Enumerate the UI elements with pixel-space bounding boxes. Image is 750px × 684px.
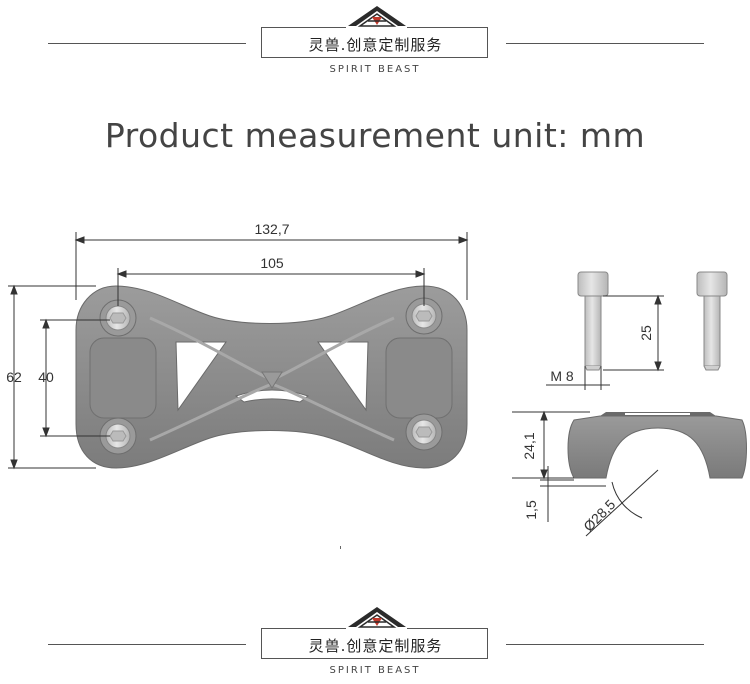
spirit-beast-logo-icon xyxy=(348,607,406,628)
dimension-hole-spacing xyxy=(116,268,426,306)
dimension-clamp-gap xyxy=(540,466,606,522)
label-overall-width: 132,7 xyxy=(254,221,289,237)
brand-name: 灵兽.创意定制服务 xyxy=(308,637,443,655)
label-hole-vertical-spacing: 40 xyxy=(38,369,54,385)
brand-header: 灵兽.创意定制服务 SPIRIT BEAST xyxy=(0,5,750,75)
stray-mark xyxy=(340,546,341,549)
page-title: Product measurement unit: mm xyxy=(104,116,646,155)
brand-rule-left xyxy=(48,644,246,645)
label-bolt-thread: M 8 xyxy=(550,368,574,384)
riser-plate-top-view xyxy=(75,285,468,469)
brand-name-box: 灵兽.创意定制服务 xyxy=(261,27,488,58)
dimension-overall-height xyxy=(8,284,96,470)
bolt-head-bottom-right xyxy=(405,413,443,451)
label-bolt-length: 25 xyxy=(638,325,654,341)
dimension-clamp-diameter xyxy=(585,469,659,537)
label-clamp-diameter: Ø28,5 xyxy=(580,496,618,534)
dimension-overall-width xyxy=(74,232,469,300)
bolt-head-top-right xyxy=(405,297,443,335)
bolt-side-view-left xyxy=(577,271,609,371)
brand-rule-right xyxy=(506,644,704,645)
dimension-bolt-length xyxy=(603,294,664,372)
label-hole-spacing: 105 xyxy=(260,255,284,271)
brand-name-box: 灵兽.创意定制服务 xyxy=(261,628,488,659)
bolt-head-top-left xyxy=(99,299,137,337)
dimension-clamp-height xyxy=(512,410,590,480)
clamp-side-view xyxy=(567,412,747,479)
bolt-side-view-right xyxy=(696,271,728,371)
spirit-beast-logo-icon xyxy=(348,6,406,27)
label-overall-height: 62 xyxy=(6,369,22,385)
label-clamp-gap: 1,5 xyxy=(523,500,539,520)
brand-subtitle: SPIRIT BEAST xyxy=(329,665,421,676)
brand-rule-left xyxy=(48,43,246,44)
dimension-hole-vertical-spacing xyxy=(40,318,110,438)
brand-rule-right xyxy=(506,43,704,44)
brand-name: 灵兽.创意定制服务 xyxy=(308,36,443,54)
brand-subtitle: SPIRIT BEAST xyxy=(329,64,421,75)
brand-footer: 灵兽.创意定制服务 SPIRIT BEAST xyxy=(0,606,750,676)
label-clamp-height: 24,1 xyxy=(521,432,537,459)
dimension-bolt-thread xyxy=(546,366,610,390)
